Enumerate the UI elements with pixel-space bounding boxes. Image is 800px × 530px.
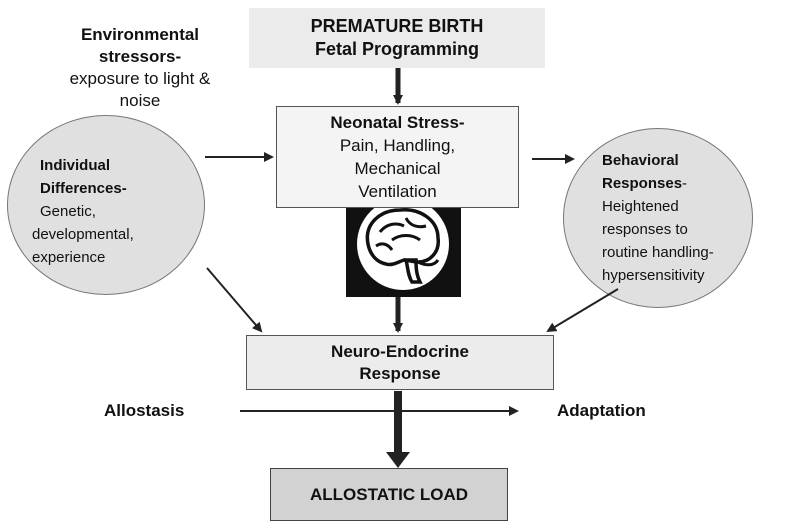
allostatic-load-box: ALLOSTATIC LOAD <box>270 468 508 521</box>
neonatal-stress-line1: Pain, Handling, <box>339 136 456 155</box>
neonatal-stress-line3: Ventilation <box>358 182 437 201</box>
arrow-behavioral-to-neuro <box>546 288 619 333</box>
premature-birth-title: PREMATURE BIRTH <box>310 16 484 36</box>
environmental-body-line1: exposure to light & <box>69 69 211 88</box>
environmental-stressors: Environmental stressors- exposure to lig… <box>52 24 228 112</box>
behavioral-line3: routine handling- <box>602 244 714 261</box>
allostatic-load-label: ALLOSTATIC LOAD <box>309 484 468 504</box>
individual-line1: Genetic, <box>40 203 96 220</box>
behavioral-line2: responses to <box>602 221 688 238</box>
neuro-endocrine-line2: Response <box>359 363 441 383</box>
neonatal-stress-box: Neonatal Stress- Pain, Handling, Mechani… <box>276 106 519 208</box>
individual-line3: experience <box>32 249 106 266</box>
behavioral-responses-ellipse: Behavioral Responses- Heightened respons… <box>563 128 753 308</box>
environmental-body-line2: noise <box>119 91 161 110</box>
individual-title-line2: Differences- <box>40 180 127 197</box>
individual-title-line1: Individual <box>40 157 111 174</box>
environmental-title-line2: stressors- <box>98 47 182 66</box>
neuro-endocrine-box: Neuro-Endocrine Response <box>246 335 554 390</box>
arrowhead-allostatic-load <box>386 452 410 468</box>
behavioral-title-line1: Behavioral <box>602 152 679 169</box>
behavioral-title-line2: Responses <box>602 175 683 192</box>
adaptation-label: Adaptation <box>557 401 646 420</box>
behavioral-line1: Heightened <box>602 198 679 215</box>
behavioral-title-suffix: - <box>682 175 688 192</box>
neonatal-stress-line2: Mechanical <box>354 159 441 178</box>
neonatal-stress-title: Neonatal Stress- <box>330 113 465 132</box>
allostasis-label: Allostasis <box>104 401 185 420</box>
environmental-title-line1: Environmental <box>80 25 200 44</box>
brain-icon <box>357 198 449 290</box>
fetal-programming-label: Fetal Programming <box>314 39 480 59</box>
neuro-endocrine-line1: Neuro-Endocrine <box>331 341 469 361</box>
arrow-individual-to-neuro <box>206 267 263 333</box>
premature-birth-box: PREMATURE BIRTH Fetal Programming <box>249 8 545 68</box>
individual-line2: developmental, <box>32 226 134 243</box>
individual-differences-ellipse: Individual Differences- Genetic, develop… <box>7 115 205 295</box>
behavioral-line4: hypersensitivity <box>602 267 705 284</box>
